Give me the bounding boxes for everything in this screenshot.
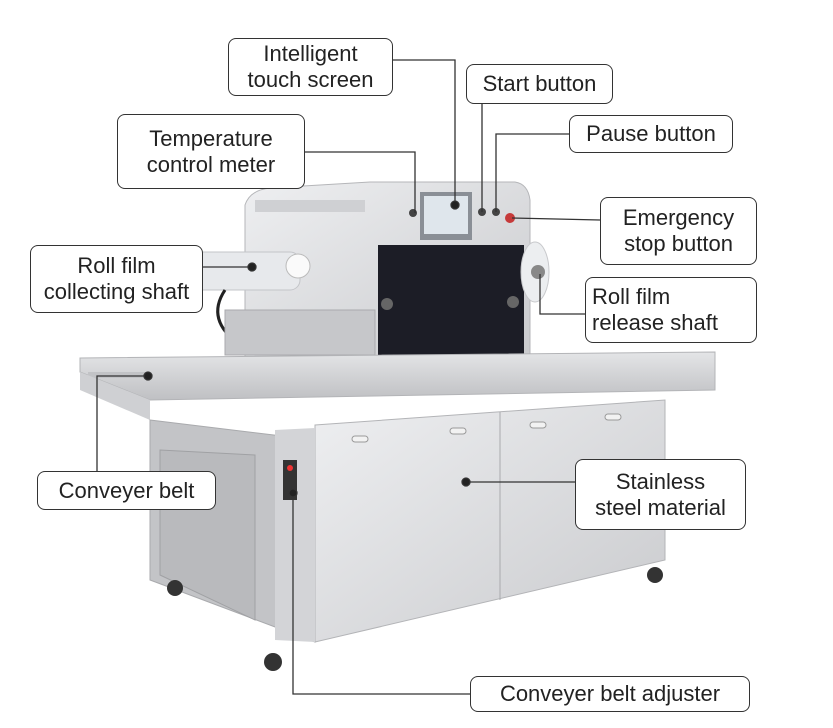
label-belt-adjuster: Conveyer belt adjuster (470, 676, 750, 712)
knob (507, 296, 519, 308)
black-front-panel (378, 245, 524, 358)
label-temperature-meter: Temperature control meter (117, 114, 305, 189)
label-release-shaft: Roll film release shaft (585, 277, 757, 343)
caster-wheel (647, 567, 663, 583)
emergency-stop-dot (505, 213, 515, 223)
upper-housing (179, 181, 550, 361)
cabinet (149, 399, 666, 671)
label-emergency-stop: Emergency stop button (600, 197, 757, 265)
knob (381, 298, 393, 310)
start-button-dot (478, 208, 486, 216)
label-conveyer-belt: Conveyer belt (37, 471, 216, 510)
caster-wheel (167, 580, 183, 596)
caster-wheel (264, 653, 282, 671)
label-start-button: Start button (466, 64, 613, 104)
label-stainless-steel: Stainless steel material (575, 459, 746, 530)
label-collecting-shaft: Roll film collecting shaft (30, 245, 203, 313)
label-pause-button: Pause button (569, 115, 733, 153)
pause-button-dot (492, 208, 500, 216)
label-touch-screen: Intelligent touch screen (228, 38, 393, 96)
temperature-meter (409, 209, 417, 217)
